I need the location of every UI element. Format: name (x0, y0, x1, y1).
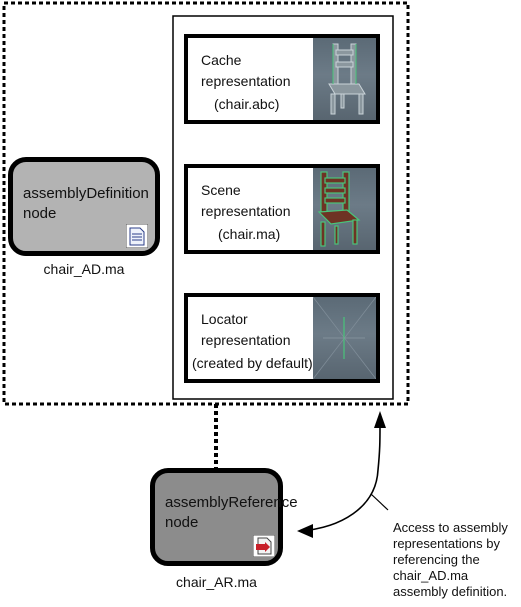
note-line-5: assembly definition. (393, 584, 508, 599)
scene-representation-box[interactable]: Scene representation (chair.ma) (184, 164, 380, 254)
locator-thumbnail (313, 297, 376, 379)
reference-file-label: chair_AR.ma (176, 574, 257, 590)
locator-representation-box[interactable]: Locator representation (created by defau… (184, 293, 380, 383)
note-pointer (370, 493, 389, 511)
locator-rep-file: (created by default) (192, 355, 313, 371)
cache-representation-box[interactable]: Cache representation (chair.abc) (184, 34, 380, 124)
gray-chair-thumbnail (313, 38, 376, 120)
wooden-chair-thumbnail (313, 168, 376, 250)
cache-rep-title-line2: representation (201, 73, 291, 89)
note-line-4: chair_AD.ma (393, 568, 469, 583)
note-line-3: referencing the (393, 552, 480, 567)
reference-document-icon (252, 534, 276, 562)
assembly-reference-node[interactable]: assemblyReference node (150, 468, 298, 566)
reference-node-subtitle: node (165, 514, 199, 531)
locator-rep-title-line1: Locator (201, 311, 248, 327)
document-icon (125, 223, 149, 253)
definition-node-subtitle: node (23, 205, 57, 222)
definition-file-label: chair_AD.ma (43, 261, 125, 277)
access-curve-arrow (299, 425, 381, 532)
scene-rep-title-line2: representation (201, 203, 291, 219)
scene-rep-file: (chair.ma) (218, 226, 281, 242)
cache-rep-file: (chair.abc) (214, 96, 280, 112)
note-line-2: representations by (393, 536, 500, 551)
scene-rep-title-line1: Scene (201, 182, 241, 198)
cache-rep-title-line1: Cache (201, 52, 242, 68)
arrowhead-left (297, 524, 313, 538)
definition-node-title: assemblyDefinition (23, 185, 149, 202)
assembly-definition-node[interactable]: assemblyDefinition node (8, 157, 160, 256)
note-line-1: Access to assembly (393, 520, 508, 535)
access-note: Access to assembly representations by re… (393, 520, 508, 600)
arrowhead-up (374, 411, 386, 428)
reference-node-title: assemblyReference (165, 494, 298, 511)
assembly-definition-boundary (2, 1, 410, 406)
locator-rep-title-line2: representation (201, 332, 291, 348)
